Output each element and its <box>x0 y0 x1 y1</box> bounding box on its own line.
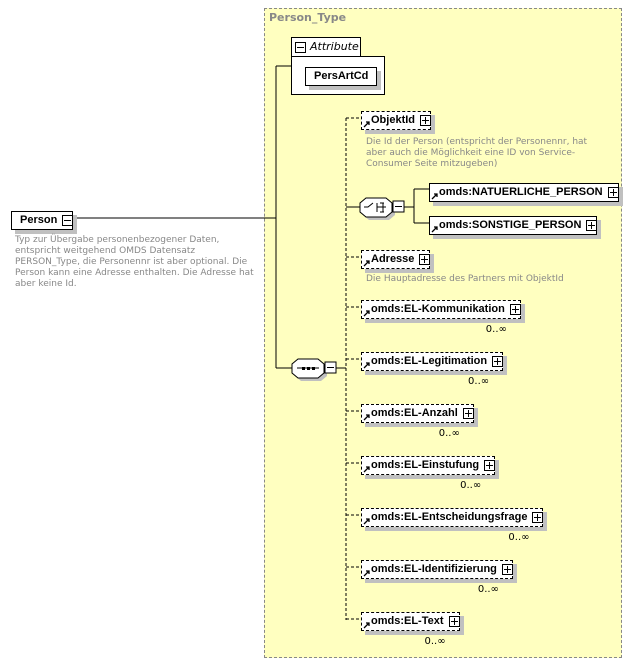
sequence-element[interactable]: omds:EL-Kommunikation 0..∞ <box>361 297 521 336</box>
plus-box-icon[interactable] <box>420 114 432 126</box>
person-type-box <box>264 8 622 658</box>
plus-box-icon[interactable] <box>607 186 619 198</box>
element-name: ObjektId <box>371 114 416 126</box>
element-name: Adresse <box>371 253 415 265</box>
attributes-tab: Attribute <box>291 37 361 57</box>
multiplicity-label: 0..∞ <box>460 479 482 491</box>
arrow-reference-icon <box>363 361 370 369</box>
element-name: omds:EL-Kommunikation <box>371 303 505 315</box>
sequence-element[interactable]: omds:EL-Text 0..∞ <box>361 609 460 648</box>
attribute-name: PersArtCd <box>314 70 369 82</box>
sequence-element[interactable]: omds:EL-Einstufung 0..∞ <box>361 453 496 492</box>
multiplicity-label: 0..∞ <box>438 427 460 439</box>
attributes-label: Attribute <box>310 40 359 53</box>
adresse-description: Die Hauptadresse des Partners mit Objekt… <box>366 274 564 284</box>
element-name: omds:EL-Anzahl <box>371 407 458 419</box>
element-name: omds:EL-Legitimation <box>371 355 488 367</box>
arrow-reference-icon <box>363 465 370 473</box>
type-title: Person_Type <box>269 11 347 24</box>
root-description: Typ zur Übergabe personenbezogener Daten… <box>15 235 254 289</box>
element-name: Person <box>20 214 58 226</box>
plus-box-icon[interactable] <box>501 563 513 575</box>
arrow-reference-icon <box>363 309 370 317</box>
arrow-reference-icon <box>363 621 370 629</box>
sequence-element[interactable]: omds:EL-Legitimation 0..∞ <box>361 349 504 388</box>
arrow-reference-icon <box>363 120 370 128</box>
multiplicity-label: 0..∞ <box>485 323 507 335</box>
choice-option-sonstige-person[interactable]: omds:SONSTIGE_PERSON <box>429 213 598 235</box>
minus-box-icon[interactable] <box>295 42 306 53</box>
plus-box-icon[interactable] <box>492 355 504 367</box>
plus-box-icon[interactable] <box>586 219 598 231</box>
element-name: omds:EL-Text <box>371 615 444 627</box>
arrow-reference-icon <box>363 517 370 525</box>
plus-box-icon[interactable] <box>462 407 474 419</box>
multiplicity-label: 0..∞ <box>468 375 490 387</box>
element-name: omds:EL-Einstufung <box>371 459 480 471</box>
choice-option-natuerliche-person[interactable]: omds:NATUERLICHE_PERSON <box>429 180 619 202</box>
arrow-reference-icon <box>363 259 370 267</box>
objektid-description: Die Id der Person (entspricht der Person… <box>366 137 588 169</box>
plus-box-icon[interactable] <box>484 459 496 471</box>
element-name: omds:SONSTIGE_PERSON <box>439 219 582 231</box>
sequence-element[interactable]: omds:EL-Entscheidungsfrage 0..∞ <box>361 505 544 544</box>
multiplicity-label: 0..∞ <box>508 531 530 543</box>
plus-box-icon[interactable] <box>419 253 431 265</box>
multiplicity-label: 0..∞ <box>477 583 499 595</box>
plus-box-icon[interactable] <box>532 511 544 523</box>
arrow-reference-icon <box>363 413 370 421</box>
element-name: omds:NATUERLICHE_PERSON <box>439 186 603 198</box>
arrow-reference-icon <box>431 192 438 200</box>
element-name: omds:EL-Identifizierung <box>371 563 497 575</box>
element-objektid[interactable]: ObjektId <box>361 108 432 130</box>
sequence-element[interactable]: omds:EL-Anzahl 0..∞ <box>361 401 474 440</box>
element-adresse[interactable]: Adresse <box>361 247 431 269</box>
sequence-element[interactable]: omds:EL-Identifizierung 0..∞ <box>361 557 513 596</box>
arrow-reference-icon <box>431 225 438 233</box>
plus-box-icon[interactable] <box>448 615 460 627</box>
minus-box-icon[interactable] <box>62 214 74 226</box>
root-element-person[interactable]: Person <box>11 208 74 230</box>
attribute-persartcd[interactable]: PersArtCd <box>305 64 378 86</box>
arrow-reference-icon <box>363 569 370 577</box>
multiplicity-label: 0..∞ <box>424 635 446 647</box>
element-name: omds:EL-Entscheidungsfrage <box>371 511 528 523</box>
plus-box-icon[interactable] <box>509 303 521 315</box>
